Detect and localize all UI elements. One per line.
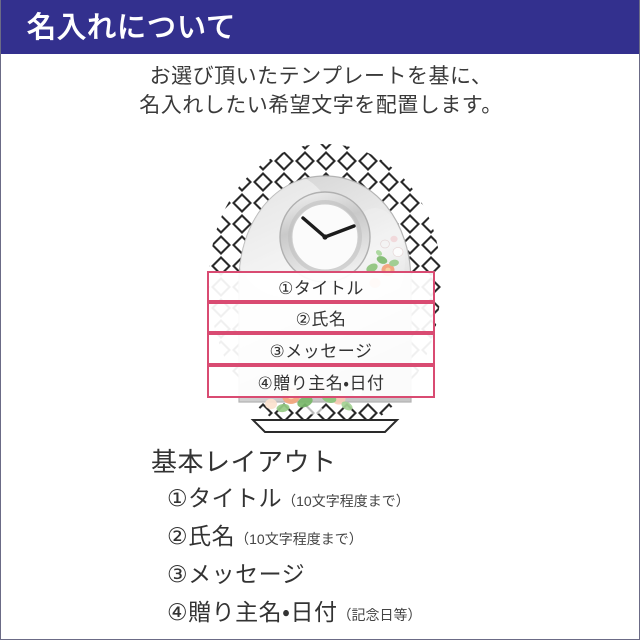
legend-item-sender-date-label: ④贈り主名・日付 [167, 599, 338, 625]
subtitle-block: お選び頂いたテンプレートを基に、 名入れしたい希望文字を配置します。 [1, 62, 639, 120]
overlay-box-title-label: ①タイトル [278, 279, 364, 298]
overlay-box-sender-date-label: ④贈り主名・日付 [257, 374, 385, 393]
legend-item-message-label: ③メッセージ [167, 561, 306, 587]
legend-item-sender-date: ④贈り主名・日付（記念日等） [151, 595, 571, 633]
legend-item-title-label: ①タイトル [167, 485, 283, 511]
engraving-layout-overlay: ①タイトル ②氏名 ③メッセージ ④贈り主名・日付 [207, 271, 435, 399]
clock-base [250, 419, 400, 433]
overlay-box-sender-date: ④贈り主名・日付 [207, 365, 435, 398]
overlay-box-name-label: ②氏名 [295, 310, 347, 329]
header-bar: 名入れについて [1, 0, 639, 54]
overlay-box-message-label: ③メッセージ [269, 341, 373, 361]
overlay-box-name: ②氏名 [207, 302, 435, 333]
legend-item-sender-date-note: （記念日等） [337, 607, 422, 623]
legend-item-name-note: （10文字程度まで） [235, 531, 363, 547]
page-title: 名入れについて [27, 10, 237, 44]
clock-hour-hand [301, 216, 327, 239]
subtitle-line-1: お選び頂いたテンプレートを基に、 [149, 65, 493, 88]
legend-item-title: ①タイトル（10文字程度まで） [151, 481, 571, 519]
product-illustration: ①タイトル ②氏名 ③メッセージ ④贈り主名・日付 [179, 140, 471, 445]
basic-layout-legend: 基本レイアウト ①タイトル（10文字程度まで） ②氏名（10文字程度まで） ③メ… [151, 443, 571, 633]
clock-face [279, 191, 371, 283]
overlay-box-message: ③メッセージ [207, 333, 435, 365]
subtitle-line-2: 名入れしたい希望文字を配置します。 [139, 94, 503, 117]
overlay-box-title: ①タイトル [207, 271, 435, 302]
clock-minute-hand [323, 224, 356, 239]
legend-item-title-note: （10文字程度まで） [282, 493, 410, 509]
legend-item-name: ②氏名（10文字程度まで） [151, 519, 571, 557]
clock-center-pin [322, 234, 328, 240]
legend-title: 基本レイアウト [151, 447, 337, 477]
legend-item-message: ③メッセージ [151, 557, 571, 595]
legend-item-name-label: ②氏名 [167, 523, 236, 549]
